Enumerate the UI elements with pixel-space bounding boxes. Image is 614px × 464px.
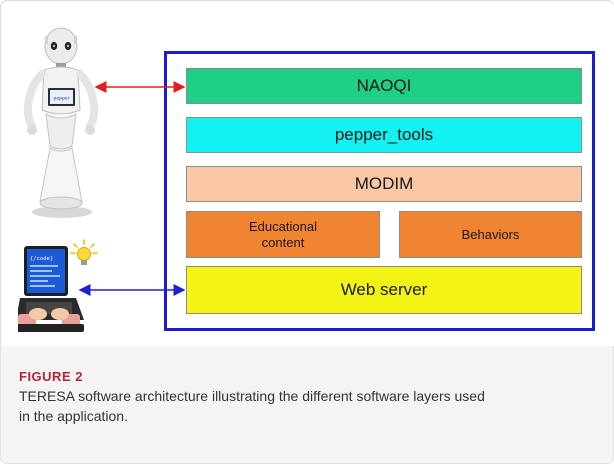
layer-naoqi: NAOQI	[186, 68, 582, 104]
layer-educational-content: Educational content	[186, 211, 380, 258]
layer-modim: MODIM	[186, 166, 582, 202]
figure-label: FIGURE 2	[19, 369, 83, 384]
lightbulb-icon	[70, 239, 98, 265]
robot-screen-label: pepper	[54, 96, 70, 102]
layer-educational-content-label-line2: content	[261, 234, 305, 250]
layer-educational-content-label-line1: Educational	[249, 218, 317, 234]
figure-caption: TERESA software architecture illustratin…	[19, 388, 485, 424]
layer-naoqi-label: NAOQI	[356, 76, 412, 95]
laptop-coding-icon: {/code}	[18, 239, 98, 332]
laptop-screen-label: {/code}	[30, 256, 53, 262]
layer-web-server-label: Web server	[340, 280, 428, 299]
layer-pepper-tools-label: pepper_tools	[334, 125, 434, 144]
layer-behaviors: Behaviors	[399, 211, 582, 258]
pepper-robot-icon: pepper	[23, 27, 99, 218]
layer-web-server: Web server	[186, 266, 582, 314]
layer-pepper-tools: pepper_tools	[186, 117, 582, 153]
layer-behaviors-label: Behaviors	[461, 227, 520, 242]
layer-modim-label: MODIM	[354, 174, 414, 193]
